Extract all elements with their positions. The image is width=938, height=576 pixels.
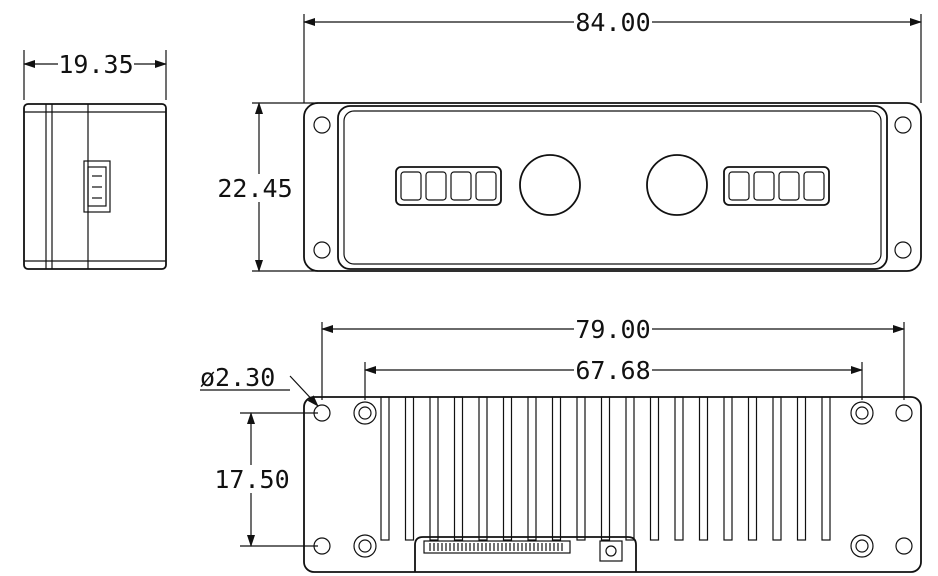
side-connector: [83, 160, 111, 213]
fin: [649, 396, 660, 541]
fin: [625, 396, 635, 541]
mount-hole: [313, 116, 331, 134]
boss-hole: [850, 401, 874, 425]
fin: [698, 396, 709, 541]
fin: [674, 396, 684, 541]
heatsink-fins: [380, 396, 831, 541]
front-width-label: 84.00: [575, 8, 650, 37]
fin: [429, 396, 439, 541]
bottom-connector: [414, 536, 637, 572]
bottom-housing: [303, 396, 922, 573]
inner-hole-spacing-label: 67.68: [575, 356, 650, 385]
hole-diameter-label: ø2.30: [200, 363, 275, 392]
fin: [478, 396, 488, 541]
fin: [772, 396, 782, 541]
fin: [380, 396, 390, 541]
fin: [747, 396, 758, 541]
bottom-view: 79.00 67.68 ø2.30 17.50: [200, 315, 922, 573]
mount-hole: [313, 537, 331, 555]
side-width-dimension: 19.35: [23, 50, 167, 100]
fin: [502, 396, 513, 541]
right-indicator-bar: [723, 166, 830, 206]
left-button: [519, 154, 581, 216]
mount-hole: [895, 537, 913, 555]
mount-hole: [895, 404, 913, 422]
fin: [796, 396, 807, 541]
front-width-dimension: 84.00: [303, 8, 922, 103]
side-width-label: 19.35: [58, 50, 133, 79]
front-panel: [337, 105, 888, 270]
right-button: [646, 154, 708, 216]
left-indicator-bar: [395, 166, 502, 206]
front-mounting-holes: [313, 116, 912, 259]
side-view: 19.35: [23, 50, 167, 270]
hole-vertical-spacing-label: 17.50: [214, 465, 289, 494]
hole-vertical-spacing-dimension: 17.50: [214, 412, 318, 547]
boss-hole: [353, 401, 377, 425]
mount-hole: [894, 116, 912, 134]
front-height-dimension: 22.45: [217, 102, 318, 272]
mount-hole: [313, 404, 331, 422]
fin: [600, 396, 611, 541]
boss-hole: [353, 534, 377, 558]
mount-hole: [894, 241, 912, 259]
hole-diameter-callout: ø2.30: [200, 363, 319, 407]
mount-hole: [313, 241, 331, 259]
front-view: 84.00 22.45: [217, 8, 922, 272]
boss-hole: [850, 534, 874, 558]
fin: [551, 396, 562, 541]
front-height-label: 22.45: [217, 174, 292, 203]
outer-hole-spacing-label: 79.00: [575, 315, 650, 344]
fin: [723, 396, 733, 541]
bottom-mounting-holes: [313, 401, 913, 558]
fin: [576, 396, 586, 541]
fin: [453, 396, 464, 541]
outer-hole-spacing-dimension: 79.00: [321, 315, 905, 400]
fin: [527, 396, 537, 541]
inner-hole-spacing-dimension: 67.68: [364, 356, 863, 400]
fin: [821, 396, 831, 541]
fin: [404, 396, 415, 541]
front-flange: [303, 102, 922, 272]
